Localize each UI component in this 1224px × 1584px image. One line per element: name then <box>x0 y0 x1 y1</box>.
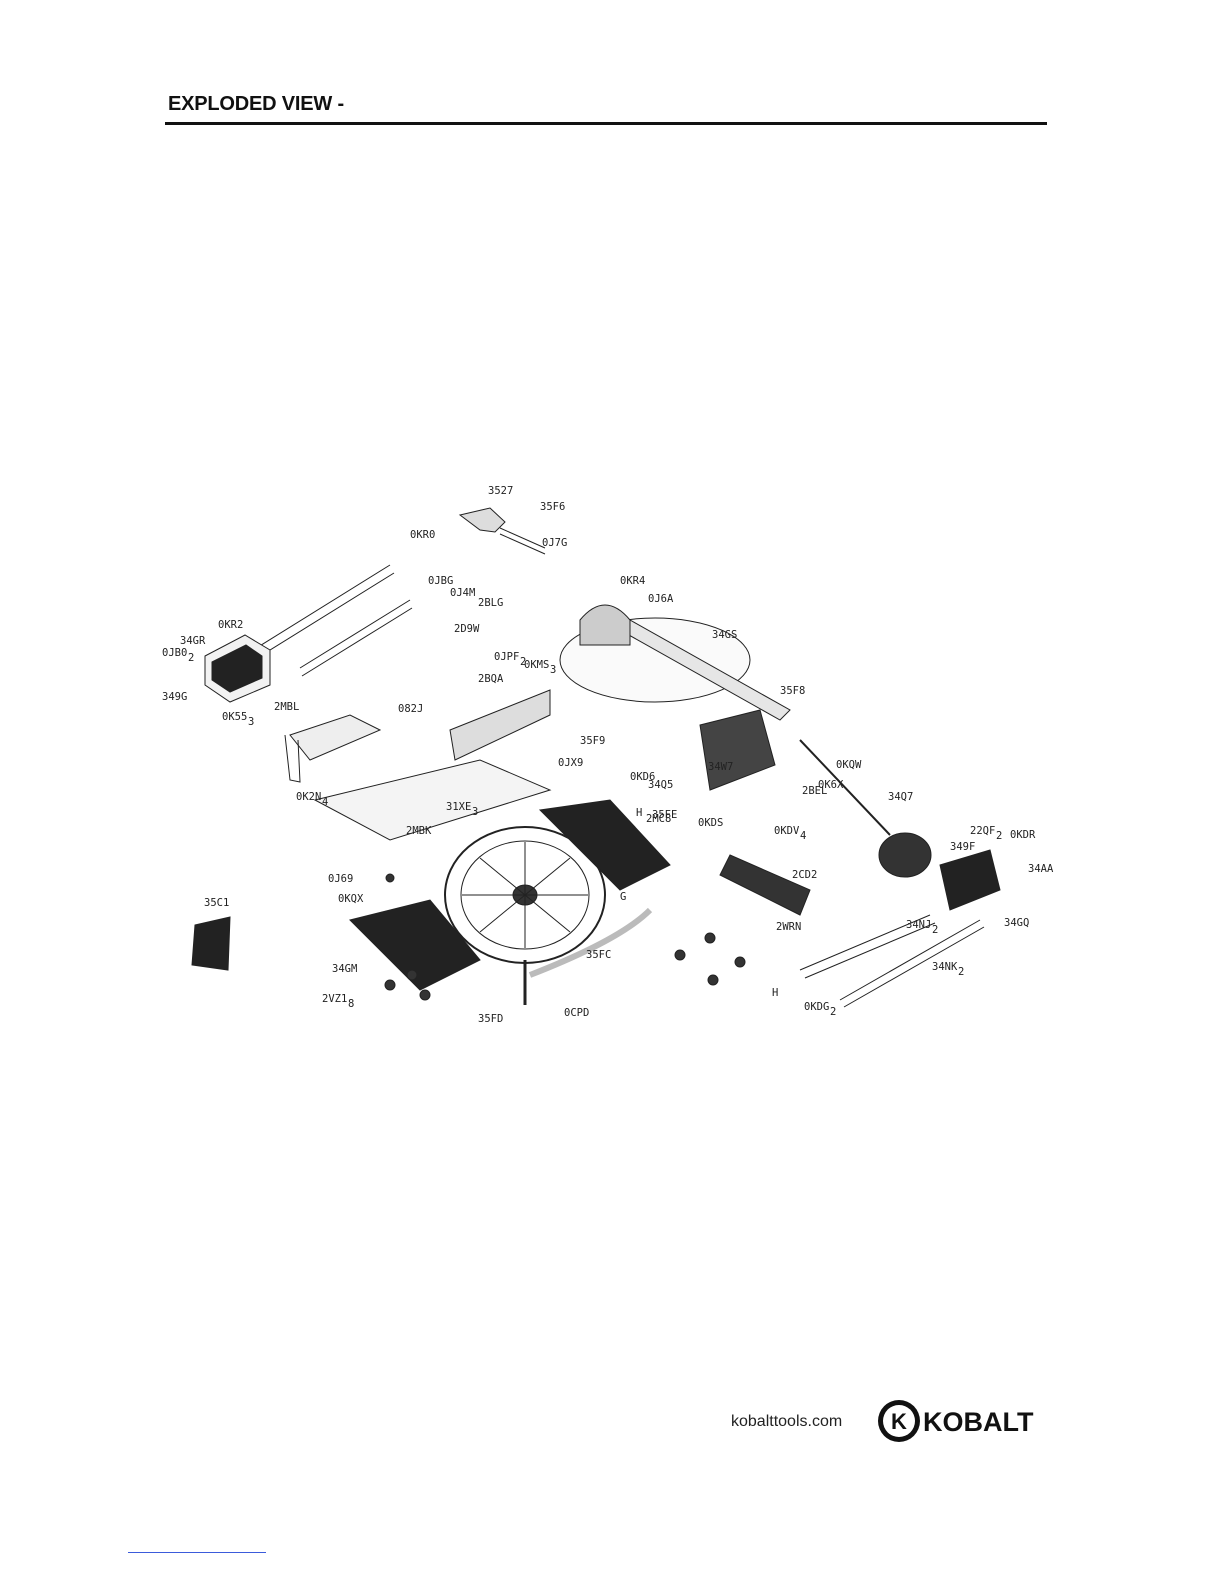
diagram-drawing <box>191 507 1001 1008</box>
part-label: 0KQW <box>836 759 862 771</box>
part-label: 2VZ1 <box>322 993 347 1005</box>
part-label: 35FC <box>586 949 611 961</box>
logo-wordmark: KOBALT <box>923 1407 1034 1437</box>
part-label: 35FD <box>478 1013 503 1025</box>
part-label: 0J6A <box>648 593 674 605</box>
part-label-subscript: 3 <box>248 716 254 728</box>
part-label: 2MC8 <box>646 813 671 825</box>
part-label: 2BQA <box>478 673 504 685</box>
part-label: 2CD2 <box>792 869 817 881</box>
part-label: 0CPD <box>564 1007 589 1019</box>
part-label: 0JX9 <box>558 757 583 769</box>
kobalt-logo: K KOBALT <box>878 1400 1034 1442</box>
part-label: 31XE <box>446 801 471 813</box>
part-label-subscript: 8 <box>348 998 354 1010</box>
part-label: 34GR <box>180 635 206 647</box>
part-label: 0KDG <box>804 1001 829 1013</box>
part-label: 0JBG <box>428 575 453 587</box>
part-label: 2D9W <box>454 623 480 635</box>
part-label: 0KQX <box>338 893 364 905</box>
part-label: 35F9 <box>580 735 605 747</box>
part-label: 0K2N <box>296 791 321 803</box>
part-label: 349F <box>950 841 975 853</box>
part-label: 0KR0 <box>410 529 435 541</box>
page-link-underline <box>128 1552 266 1553</box>
part-label: 0KDV <box>774 825 800 837</box>
part-label: 35F6 <box>540 501 565 513</box>
part-label: 22QF <box>970 825 995 837</box>
part-label-subscript: 4 <box>322 796 328 808</box>
part-label: 0J69 <box>328 873 353 885</box>
part-label: G <box>620 891 626 903</box>
part-label: 34GQ <box>1004 917 1029 929</box>
part-label: 0KDR <box>1010 829 1036 841</box>
footer-website-link[interactable]: kobalttools.com <box>731 1413 843 1430</box>
part-label: 0KMS <box>524 659 549 671</box>
part-label-subscript: 2 <box>520 656 526 668</box>
part-label-subscript: 2 <box>188 652 194 664</box>
part-label-subscript: 2 <box>932 924 938 936</box>
part-label: 349G <box>162 691 187 703</box>
header-divider <box>165 122 1047 125</box>
part-label: 0KD6 <box>630 771 655 783</box>
logo-letter: K <box>891 1409 907 1434</box>
part-label: 35C1 <box>204 897 229 909</box>
part-label: 34W7 <box>708 761 733 773</box>
part-label: 0KR2 <box>218 619 243 631</box>
part-label: 34Q5 <box>648 779 673 791</box>
part-label: 0JPF <box>494 651 519 663</box>
part-label: 34GS <box>712 629 737 641</box>
part-label: 0J4M <box>450 587 475 599</box>
part-label: 0JB0 <box>162 647 187 659</box>
part-label-subscript: 3 <box>472 806 478 818</box>
part-label: 34AA <box>1028 863 1054 875</box>
part-label: 0J7G <box>542 537 567 549</box>
part-label: 35F8 <box>780 685 805 697</box>
part-label: 34NK <box>932 961 958 973</box>
part-label: 2MBK <box>406 825 432 837</box>
part-label-subscript: 2 <box>830 1006 836 1018</box>
part-label: 0KR4 <box>620 575 645 587</box>
part-label: 3527 <box>488 485 513 497</box>
part-label: H <box>772 987 778 999</box>
part-label: 34NJ <box>906 919 931 931</box>
page-title: EXPLODED VIEW - <box>168 93 344 115</box>
part-label-subscript: 4 <box>800 830 806 842</box>
part-label: 0K6X <box>818 779 844 791</box>
part-label-subscript: 2 <box>958 966 964 978</box>
part-label: 2WRN <box>776 921 801 933</box>
part-label: 34Q7 <box>888 791 913 803</box>
part-label: 2BLG <box>478 597 503 609</box>
part-label: 35FE <box>652 809 677 821</box>
part-label-subscript: 2 <box>996 830 1002 842</box>
part-label: 082J <box>398 703 423 715</box>
part-label: 0K55 <box>222 711 247 723</box>
part-label: 2MBL <box>274 701 299 713</box>
part-label-subscript: 3 <box>550 664 556 676</box>
part-label: 2BEL <box>802 785 827 797</box>
part-label: 0KDS <box>698 817 723 829</box>
part-label: 34GM <box>332 963 357 975</box>
part-label: H <box>636 807 642 819</box>
